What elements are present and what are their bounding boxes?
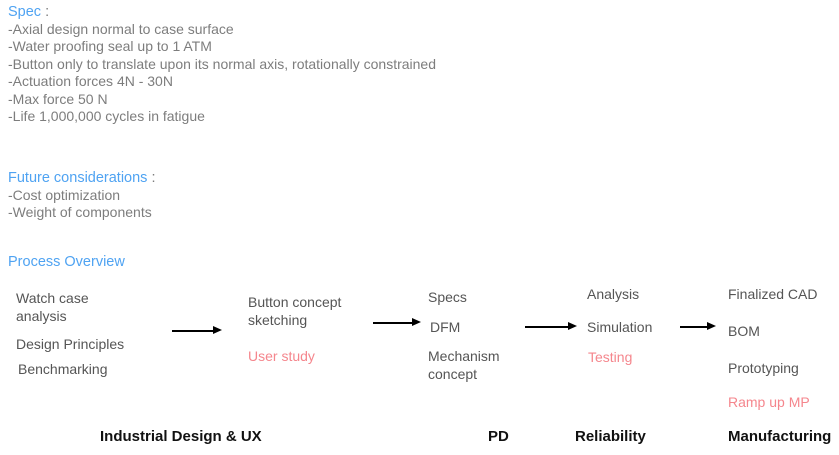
spec-section-title: Spec : <box>8 4 49 20</box>
arrow-right-icon <box>172 326 222 335</box>
process-title-text: Process Overview <box>8 254 125 270</box>
process-stage-industrial-design: Watch case analysis Design Principles Be… <box>16 280 141 420</box>
stage-item: Mechanism concept <box>428 348 500 382</box>
stage-item: Button concept sketching <box>248 294 342 328</box>
stage-item: Watch case analysis <box>16 290 89 324</box>
process-stage-pd: Specs DFM Mechanism concept <box>428 280 538 420</box>
spec-title-text: Spec <box>8 4 42 20</box>
process-stage-reliability: Analysis Simulation Testing <box>587 280 697 420</box>
stage-item: Simulation <box>587 319 653 335</box>
future-item: -Weight of components <box>8 204 152 221</box>
future-title-text: Future considerations <box>8 170 148 186</box>
spec-item: -Max force 50 N <box>8 90 108 107</box>
process-overview-title: Process Overview <box>8 254 125 270</box>
spec-item: -Button only to translate upon its norma… <box>8 55 437 72</box>
lane-label-reliability: Reliability <box>575 428 646 445</box>
stage-item: Design Principles <box>16 336 125 352</box>
spec-item: -Actuation forces 4N - 30N <box>8 73 173 90</box>
future-considerations-title: Future considerations : <box>8 170 156 186</box>
arrow-right-icon <box>680 322 716 331</box>
spec-list: -Axial design normal to case surface -Wa… <box>8 21 436 125</box>
arrow-right-icon <box>525 322 577 331</box>
spec-title-colon: : <box>45 4 50 20</box>
stage-item: Finalized CAD <box>728 286 818 302</box>
spec-item: -Axial design normal to case surface <box>8 21 234 37</box>
stage-item-highlighted: Ramp up MP <box>728 394 810 410</box>
stage-item: BOM <box>728 323 760 339</box>
lane-label-pd: PD <box>488 428 509 445</box>
arrow-right-icon <box>373 318 421 327</box>
future-item: -Cost optimization <box>8 187 121 203</box>
future-considerations-list: -Cost optimization -Weight of components <box>8 187 152 222</box>
process-stage-manufacturing: Finalized CAD BOM Prototyping Ramp up MP <box>728 280 838 420</box>
stage-item-highlighted: Testing <box>588 349 633 365</box>
future-title-colon: : <box>151 170 156 186</box>
spec-item: -Water proofing seal up to 1 ATM <box>8 38 212 55</box>
process-stage-concept: Button concept sketching User study <box>248 280 373 420</box>
stage-item-highlighted: User study <box>248 348 315 364</box>
stage-item: Specs <box>428 289 467 305</box>
lane-label-industrial-design-ux: Industrial Design & UX <box>100 428 262 445</box>
lane-label-manufacturing: Manufacturing <box>728 428 832 445</box>
spec-item: -Life 1,000,000 cycles in fatigue <box>8 108 205 125</box>
stage-item: DFM <box>430 319 461 335</box>
stage-item: Analysis <box>587 286 640 302</box>
stage-item: Benchmarking <box>18 361 108 377</box>
stage-item: Prototyping <box>728 360 799 376</box>
